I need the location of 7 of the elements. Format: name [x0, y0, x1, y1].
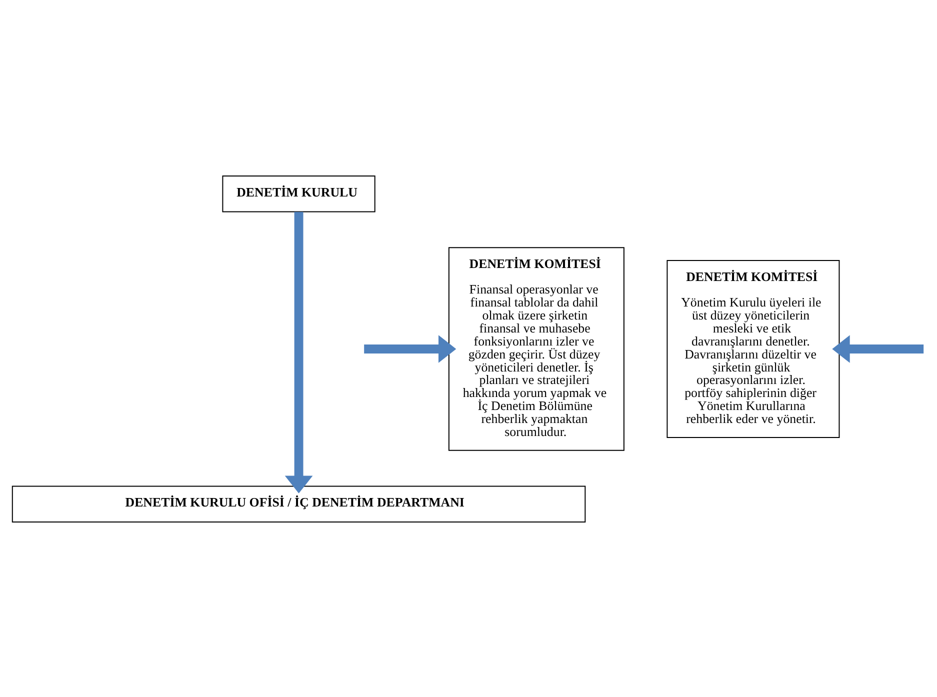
arrow: [284, 211, 313, 493]
arrow: [364, 334, 456, 362]
node-box: DENETİM KOMİTESİ Yönetim Kurulu üyeleri ile üst düzey yöneticilerin mesleki ve etik davranışlarını denetler. Davranışlarını düzeltir ve şirketin günlük operasyonlarını izler. portföy sahiplerinin diğer Yönetim Kurullarına rehberlik eder ve yönetir.: [666, 260, 840, 438]
node-box: DENETİM KOMİTESİ Finansal operasyonlar ve finansal tablolar da dahil olmak üzere şirketin finansal ve muhasebe fonksiyonlarını izler ve gözden geçirir. Üst düzey yöneticileri denetler. İş planları ve stratejileri hakkında yorum yapmak ve İç Denetim Bölümüne rehberlik yapmaktan sorumludur.: [448, 246, 624, 450]
node-box: DENETİM KURULU OFİSİ / İÇ DENETİM DEPARTMANI: [12, 485, 586, 522]
arrow: [832, 334, 924, 362]
node-box: DENETİM KURULU: [222, 174, 376, 212]
